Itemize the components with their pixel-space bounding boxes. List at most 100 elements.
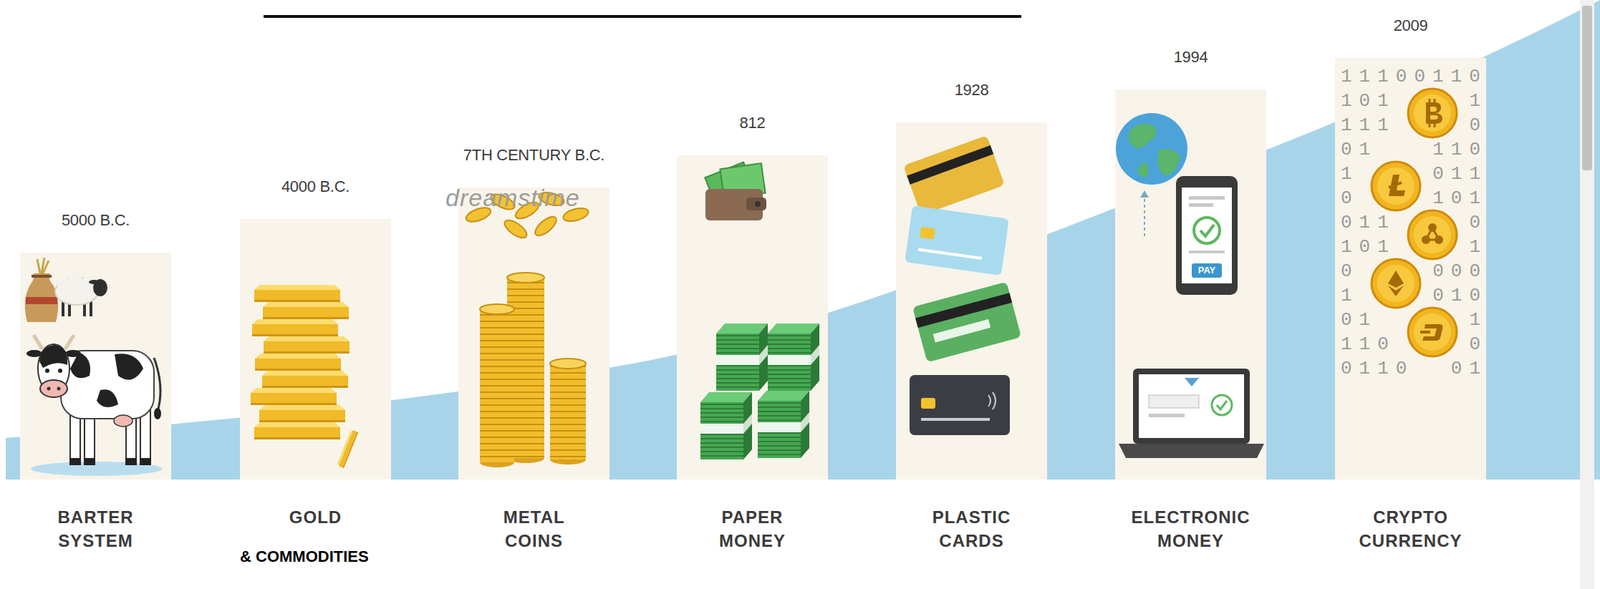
cards-illustration-part [904,205,1010,276]
crypto-illustration-part [1408,307,1457,357]
scrollbar-part [1582,5,1593,171]
binary-digits: 101 [1432,187,1488,210]
crypto-illustration-part [1371,161,1421,211]
era-subtitle: & COMMODITIES [239,547,369,567]
era-name: GOLD [289,505,342,530]
era-name: METAL COINS [503,505,565,553]
electronic-illustration-part [1193,217,1220,244]
cards-illustration-part [988,392,996,410]
crypto-illustration-part [1421,235,1431,245]
electronic-illustration-part [1137,161,1149,177]
coins-illustration-part [550,363,586,460]
paper-money-illustration-part [757,391,810,459]
electronic-illustration-part [1216,401,1227,410]
coins-illustration-part [550,358,586,369]
electronic-illustration-part [1181,187,1232,284]
gold-illustration-part [254,353,341,371]
scrollbar-part [1579,0,1595,589]
binary-digits: 1 [1468,309,1488,331]
era-name: ELECTRONIC MONEY [1131,505,1251,553]
electronic-illustration [1115,113,1265,459]
era-name: CRYPTO CURRENCY [1359,505,1463,553]
cards-illustration-part [909,375,1010,436]
cards-illustration-part [917,248,982,260]
barter-illustration-part [25,273,59,323]
gold-illustration-part [263,336,350,354]
crypto-illustration-part [1408,307,1457,357]
cards-illustration-part [933,319,991,343]
cards-illustration-part [912,282,1022,363]
crypto-illustration-part [1408,210,1457,260]
growth-band-part [5,0,1600,480]
binary-digits: 110 [1340,333,1396,356]
cards-illustration [903,135,1022,436]
binary-digits: 11100110 [1340,65,1488,88]
crypto-illustration-part [1388,174,1406,197]
barter-illustration-part [113,415,133,427]
coins-illustration-part [512,199,541,223]
crypto-illustration [1371,88,1457,357]
electronic-illustration-part [1133,368,1250,445]
barter-illustration-part [125,458,137,466]
electronic-illustration-part [1128,123,1156,149]
binary-digits: 01 [1340,309,1378,331]
crypto-illustration-part [1371,259,1421,308]
cards-illustration-part [903,135,1005,216]
binary-digits: 111 [1340,114,1396,137]
cards-illustration-part [915,292,1012,329]
crypto-illustration-part [1420,330,1431,334]
cards-illustration-part [904,205,1010,276]
barter-illustration-part [56,277,70,291]
crypto-illustration-part [1408,88,1457,138]
barter-illustration-part [139,458,152,466]
binary-digits: 1 [1468,236,1488,258]
era-date: 1994 [1173,47,1209,67]
paper-money-illustration-part [716,323,768,392]
electronic-illustration-part [1176,176,1238,296]
electronic-illustration-part [1188,196,1225,200]
electronic-illustration-part [1188,203,1214,207]
crypto-illustration-part [1430,106,1439,120]
paper-money-illustration-part [767,323,820,392]
barter-illustration-part [83,458,96,466]
scrollbar [1579,0,1595,589]
electronic-illustration-part [1157,148,1181,177]
crypto-illustration-part [1434,235,1444,245]
era-name: PAPER MONEY [719,505,786,553]
era-name: BARTER SYSTEM [58,505,134,553]
barter-illustration-part [69,458,81,466]
coins-illustration-part [479,304,515,315]
electronic-illustration-part [1143,196,1146,237]
gold-illustration-part [336,429,359,469]
electronic-illustration-part [1148,395,1199,409]
barter-illustration-part [153,358,161,412]
crypto-illustration-part [1408,88,1457,138]
crypto-illustration-part [1429,98,1435,128]
binary-digits: 011 [1340,211,1396,234]
barter-illustration-part [153,408,162,420]
barter-illustration-part [57,387,61,392]
electronic-illustration-part [1184,378,1199,387]
coins-illustration-part [562,206,591,225]
binary-digits: 101 [1340,90,1396,112]
crypto-illustration-part [1371,161,1421,211]
barter-illustration-part [114,353,144,380]
paper-money-illustration-part [754,201,761,207]
binary-digits: 0110 [1340,358,1414,380]
binary-digits: 01 [1451,358,1488,380]
gold-illustration-part [259,405,346,423]
title-rule-part [263,15,1022,18]
era-date: 812 [739,113,766,133]
barter-illustration-part [45,368,50,374]
watermark-text: dreamstime [445,183,581,212]
era-date: 7TH CENTURY B.C. [463,146,605,165]
crypto-illustration-part [1408,210,1457,260]
era-date: 2009 [1393,16,1429,36]
binary-digits: 0 [1340,260,1360,283]
binary-digits: 0 [1468,333,1488,356]
coins-illustration-part [479,309,515,463]
coins-illustration [464,190,590,468]
gold-illustration-part [252,319,339,337]
paper-money-illustration-part [746,197,767,211]
gold-illustration-part [262,370,349,389]
